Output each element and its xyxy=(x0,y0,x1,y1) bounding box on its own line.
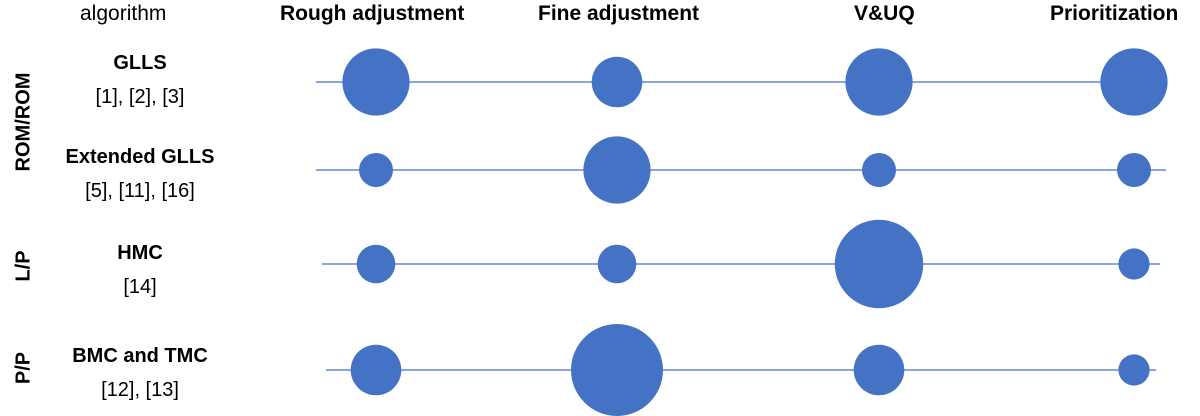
bubble xyxy=(862,153,896,187)
algorithm-name: Extended GLLS xyxy=(65,146,215,168)
algorithm-name: GLLS xyxy=(113,52,167,74)
bubble xyxy=(1117,153,1151,187)
bubble xyxy=(845,48,913,116)
header-fine-adjustment: Fine adjustment xyxy=(538,2,700,25)
algorithm-row-glls: GLLS [1], [2], [3] xyxy=(30,46,250,114)
algorithm-refs: [12], [13] xyxy=(101,379,179,401)
header-rough-adjustment: Rough adjustment xyxy=(280,2,465,25)
algorithm-name: BMC and TMC xyxy=(72,345,208,367)
bubble xyxy=(356,244,396,284)
header-vuq: V&UQ xyxy=(854,2,915,25)
header-algorithm: algorithm xyxy=(80,2,167,25)
bubble xyxy=(597,244,637,284)
bubble xyxy=(342,48,410,116)
algorithm-row-extended-glls: Extended GLLS [5], [11], [16] xyxy=(30,140,250,208)
bubble xyxy=(853,344,905,396)
algorithm-refs: [5], [11], [16] xyxy=(85,180,195,202)
bubble xyxy=(571,324,663,416)
bubble xyxy=(591,56,643,108)
bubble xyxy=(350,344,402,396)
bubble xyxy=(1118,354,1150,386)
algorithm-name: HMC xyxy=(117,242,163,264)
header-prioritization: Prioritization xyxy=(1050,2,1179,25)
algorithm-refs: [14] xyxy=(123,276,157,298)
bubble xyxy=(1118,248,1150,280)
bubble xyxy=(834,219,924,309)
algorithm-row-hmc: HMC [14] xyxy=(30,236,250,304)
algorithm-refs: [1], [2], [3] xyxy=(95,86,185,108)
bubble xyxy=(583,136,651,204)
bubble xyxy=(359,153,393,187)
algorithm-row-bmc-tmc: BMC and TMC [12], [13] xyxy=(30,339,250,407)
bubble xyxy=(1100,48,1168,116)
